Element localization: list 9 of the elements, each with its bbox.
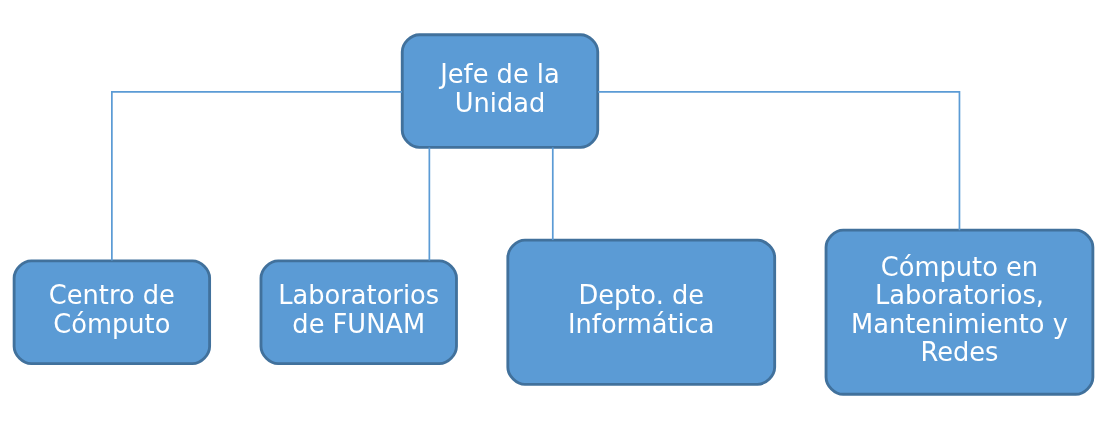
node-box: Centro de Cómputo [12, 259, 212, 366]
connector [111, 90, 403, 262]
node-box: Laboratorios de FUNAM [259, 259, 458, 366]
node-box: Jefe de la Unidad [400, 33, 600, 149]
connector [428, 146, 431, 262]
connector [551, 146, 554, 241]
node-box: Depto. de Informática [506, 238, 777, 386]
node-box: Cómputo en Laboratorios, Mantenimiento y Redes [824, 228, 1095, 396]
connector [597, 90, 961, 231]
